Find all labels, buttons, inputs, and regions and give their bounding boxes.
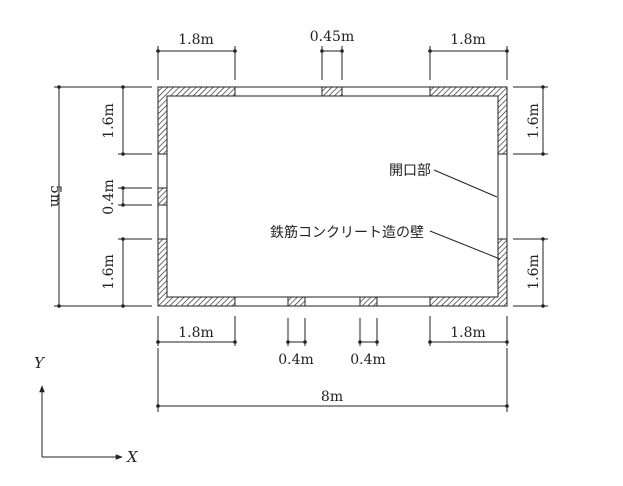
dim-right-bottom: 1.6m xyxy=(526,254,542,290)
dim-bottom-mid-left: 0.4m xyxy=(278,352,314,368)
dimension-labels: 1.8m 0.45m 1.8m 1.8m 0.4m 0.4m 1.8m 8m 5… xyxy=(47,29,542,405)
y-axis-label: Y xyxy=(34,354,46,372)
dim-top-left: 1.8m xyxy=(178,32,214,48)
dim-left-top: 1.6m xyxy=(101,103,117,139)
dim-bottom-right: 1.8m xyxy=(450,325,486,341)
dim-bottom-mid-right: 0.4m xyxy=(350,352,386,368)
wall-bottom-left-small xyxy=(287,296,306,307)
dim-left-bottom: 1.6m xyxy=(101,254,117,290)
outer-outline xyxy=(157,86,508,307)
label-opening: 開口部 xyxy=(389,163,431,179)
dim-top-center: 0.45m xyxy=(310,29,354,45)
dim-overall-height: 5m xyxy=(47,185,63,207)
wall-bottom-right-small xyxy=(359,296,378,307)
dim-top-right: 1.8m xyxy=(450,32,486,48)
axes: Y X xyxy=(34,354,139,466)
building-outline xyxy=(157,86,508,307)
wall-corner-top-right xyxy=(429,86,508,155)
wall-corner-top-left xyxy=(157,86,236,155)
leader-rc-wall xyxy=(429,230,501,260)
dim-bottom-left: 1.8m xyxy=(178,325,214,341)
inner-outline xyxy=(166,95,499,298)
wall-corner-bottom-left xyxy=(157,238,236,307)
dimension-lines xyxy=(54,46,548,412)
wall-left-middle xyxy=(157,187,168,206)
callouts: 開口部 鉄筋コンクリート造の壁 xyxy=(270,163,501,260)
x-axis-label: X xyxy=(126,448,139,466)
dim-right-top: 1.6m xyxy=(526,103,542,139)
dim-left-middle: 0.4m xyxy=(101,179,117,215)
leader-opening xyxy=(433,169,498,198)
wall-top-center xyxy=(321,86,343,97)
wall-corner-bottom-right xyxy=(429,238,508,307)
rc-walls xyxy=(157,86,508,307)
label-rc-wall: 鉄筋コンクリート造の壁 xyxy=(270,224,424,241)
dim-overall-width: 8m xyxy=(321,389,343,405)
